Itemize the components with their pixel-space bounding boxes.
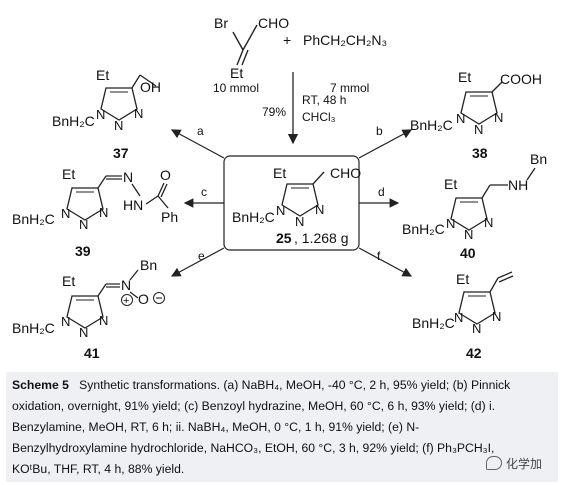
reaction-scheme: Br CHO Et + PhCH₂CH₂N₃ 10 mmol 7 mmol 79… [12,15,547,361]
c38-benzyl: BnH₂C [410,117,453,133]
c38-n2: N [474,122,483,137]
c41-oxide-o: O [138,291,149,307]
c39-hydrazone-n: N [123,169,133,185]
c39-benzyl: BnH₂C [12,211,55,227]
c39-ethyl: Et [62,166,75,182]
compound-41-structure: Et N Bn + O BnH₂C N N N [12,257,165,340]
c25-aldehyde: CHO [330,165,361,181]
starting-material-bromoenal: Br CHO Et [214,15,289,81]
c41-n2: N [79,325,88,340]
c39-n2: N [79,217,88,232]
c38-ethyl: Et [458,69,471,85]
chat-bubble-icon [486,456,502,470]
c42-ethyl: Et [456,271,469,287]
arrow-e-label: e [198,249,205,263]
arrow-f-label: f [377,249,381,263]
c41-ethyl: Et [62,273,75,289]
c40-n1: N [446,216,455,231]
c39-carbonyl-o: O [160,167,171,183]
azide-reagent: PhCH₂CH₂N₃ [303,32,387,48]
c39-nh: HN [123,197,143,213]
compound-39-structure: Et N HN O Ph BnH₂C N N N [12,166,178,232]
c40-benzyl: BnH₂C [402,221,445,237]
c25-benzyl: BnH₂C [232,209,275,225]
c41-benzyl-n: Bn [140,257,157,273]
c38-n1: N [456,111,465,126]
c41-n1: N [61,314,70,329]
compound-40-structure: Et NH Bn BnH₂C N N N [402,151,547,242]
compound-42-structure: Et BnH₂C N N N [412,271,514,336]
c39-n3: N [99,205,108,220]
main-yield: 79% [262,105,286,119]
c37-hydroxyl: OH [140,79,161,95]
c41-benzyl: BnH₂C [12,320,55,336]
svg-text:+: + [123,295,129,307]
c25-n3: N [315,202,324,217]
arrow-d-label: d [378,185,385,199]
condition-time: RT, 48 h [302,93,346,107]
c38-carboxyl: COOH [500,71,542,87]
c37-n2: N [114,118,123,133]
c25-n1: N [276,203,285,218]
c40-ethyl: Et [444,176,457,192]
amount-reagent-2: 7 mmol [330,81,369,95]
compound-37-structure: Et OH BnH₂C N N N [52,67,161,133]
arrow-a-label: a [197,124,204,138]
aldehyde-label: CHO [258,15,289,31]
compound-39-number: 39 [75,243,91,259]
c40-n2: N [464,227,473,242]
compound-38-number: 38 [472,145,488,161]
amount-reagent-1: 10 mmol [213,81,259,95]
caption-background [6,372,558,482]
c40-benzyl-n: Bn [530,151,547,167]
ethyl-label: Et [230,65,243,81]
watermark: 化学加 [486,452,558,474]
compound-38-structure: Et COOH BnH₂C N N N [410,69,542,137]
arrow-c-label: c [201,185,207,199]
c40-n3: N [484,215,493,230]
compound-37-number: 37 [113,145,129,161]
arrow-b [358,129,413,159]
c37-n1: N [96,107,105,122]
compound-25-structure: Et CHO BnH₂C N N N [232,165,361,229]
bromo-label: Br [214,15,228,31]
arrow-f [358,247,413,277]
compound-25-number: 25 [276,230,292,246]
watermark-text: 化学加 [506,456,543,471]
arrow-e [170,247,225,277]
c42-n1: N [454,310,463,325]
c39-n1: N [61,206,70,221]
c42-n2: N [472,321,481,336]
c39-phenyl: Ph [161,209,178,225]
c38-n3: N [494,110,503,125]
c41-n3: N [99,313,108,328]
c37-benzyl: BnH₂C [52,113,95,129]
arrow-b-label: b [376,124,383,138]
caption-label: Scheme 5 [12,378,69,392]
caption-text: Synthetic transformations. (a) NaBH₄, Me… [12,378,511,476]
compound-40-number: 40 [460,245,476,261]
c40-amine: NH [508,177,528,193]
c41-nitrone-n: N [121,277,131,293]
c42-benzyl: BnH₂C [412,315,455,331]
compound-25-amount: , 1.268 g [294,230,349,246]
c42-n3: N [492,309,501,324]
arrow-a [170,129,225,159]
plus-sign: + [283,32,291,48]
compound-42-number: 42 [466,345,482,361]
c37-n3: N [134,106,143,121]
c37-ethyl: Et [96,67,109,83]
scheme-caption: Scheme 5 Synthetic transformations. (a) … [12,375,532,480]
c25-n2: N [295,214,304,229]
compound-41-number: 41 [84,345,100,361]
c25-ethyl: Et [273,165,286,181]
condition-solvent: CHCl₃ [302,110,336,124]
